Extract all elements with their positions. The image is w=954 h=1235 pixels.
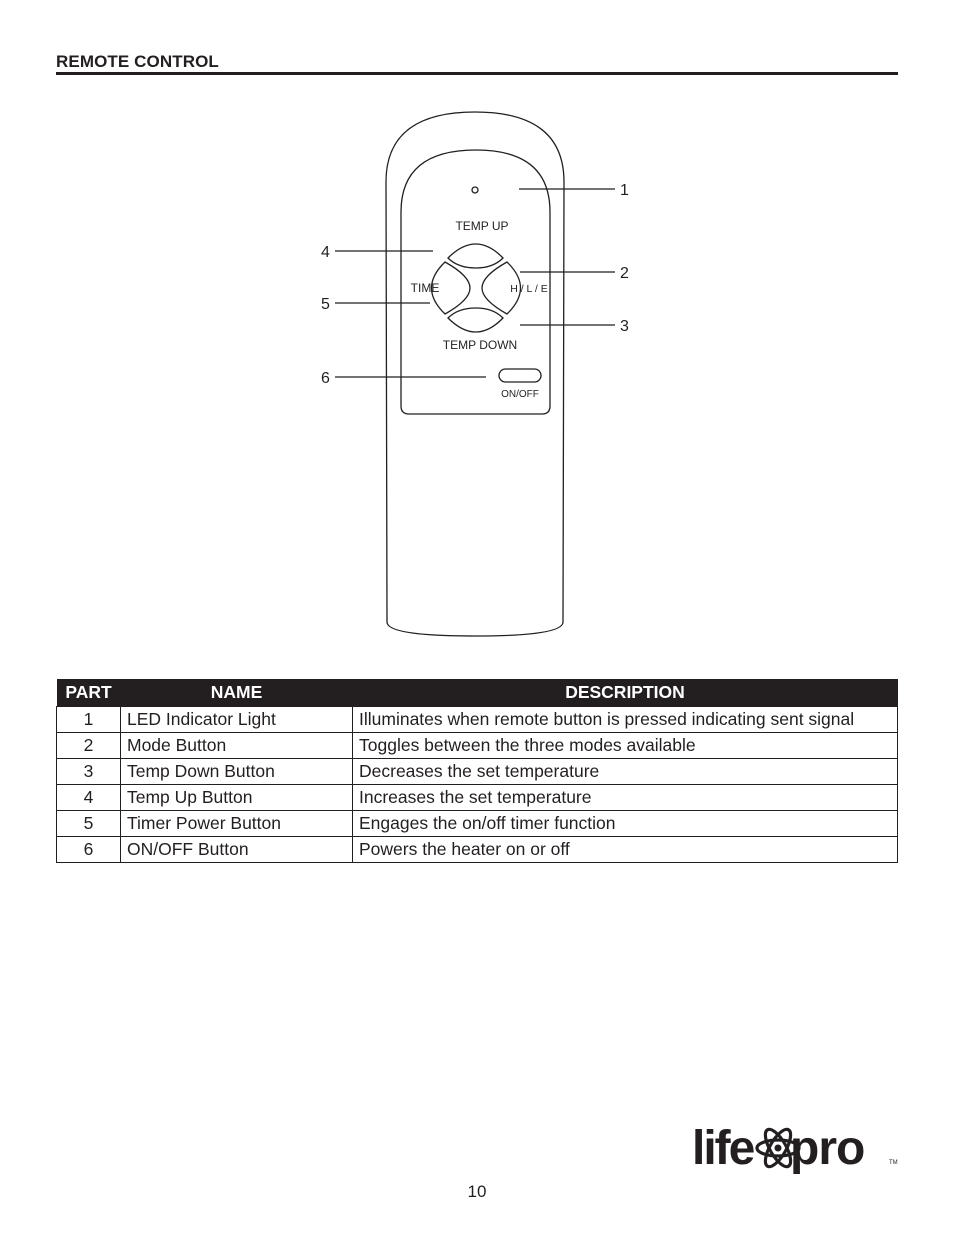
temp-up-arrow-icon [447,243,504,269]
mode-label: H / L / E [510,283,548,295]
part-name: Temp Down Button [120,758,353,785]
part-name: LED Indicator Light [120,706,353,733]
time-label: TIME [411,281,440,295]
atom-icon [755,1127,801,1169]
callout-number-4: 4 [321,244,330,261]
part-number: 3 [56,758,121,785]
logo-word-pro: pro [790,1122,864,1175]
logo-trademark: TM [889,1160,898,1166]
part-description: Engages the on/off timer function [352,810,898,837]
table-header-row: PART NAME DESCRIPTION [56,679,898,707]
part-number: 6 [56,836,121,863]
led-indicator-icon [471,186,479,194]
time-arrow-icon [431,261,471,315]
callout-number-1: 1 [620,182,629,199]
temp-down-label: TEMP DOWN [443,338,517,352]
title-rule [56,72,898,75]
section-title: REMOTE CONTROL [56,52,219,71]
callout-number-5: 5 [321,296,330,313]
remote-face-panel [400,149,551,415]
temp-up-label: TEMP UP [455,219,508,233]
part-description: Illuminates when remote button is presse… [352,706,898,733]
column-header-name: NAME [120,679,353,707]
column-header-part: PART [56,679,121,707]
table-row: 3 Temp Down Button Decreases the set tem… [56,758,898,785]
part-description: Powers the heater on or off [352,836,898,863]
table-row: 4 Temp Up Button Increases the set tempe… [56,784,898,811]
part-description: Increases the set temperature [352,784,898,811]
logo-word-life: life [692,1122,755,1175]
column-header-description: DESCRIPTION [352,679,898,707]
part-name: ON/OFF Button [120,836,353,863]
part-description: Decreases the set temperature [352,758,898,785]
table-row: 2 Mode Button Toggles between the three … [56,732,898,759]
temp-down-arrow-icon [447,307,504,333]
part-name: Temp Up Button [120,784,353,811]
lifepro-logo: life pro TM [692,1122,898,1175]
remote-control-diagram: TEMP UP TEMP DOWN TIME H / L / E ON/OFF … [321,111,629,637]
part-description: Toggles between the three modes availabl… [352,732,898,759]
part-name: Timer Power Button [120,810,353,837]
callout-number-6: 6 [321,370,330,387]
mode-arrow-icon [481,261,521,315]
remote-body [385,111,565,637]
table-row: 6 ON/OFF Button Powers the heater on or … [56,836,898,863]
table-row: 1 LED Indicator Light Illuminates when r… [56,706,898,733]
part-number: 1 [56,706,121,733]
callout-number-3: 3 [620,318,629,335]
part-name: Mode Button [120,732,353,759]
on-off-label: ON/OFF [501,389,539,400]
callout-number-2: 2 [620,265,629,282]
part-number: 4 [56,784,121,811]
on-off-button-shape [498,368,542,383]
part-number: 5 [56,810,121,837]
parts-table: PART NAME DESCRIPTION 1 LED Indicator Li… [56,679,898,863]
page-number: 10 [467,1182,487,1201]
table-row: 5 Timer Power Button Engages the on/off … [56,810,898,837]
part-number: 2 [56,732,121,759]
